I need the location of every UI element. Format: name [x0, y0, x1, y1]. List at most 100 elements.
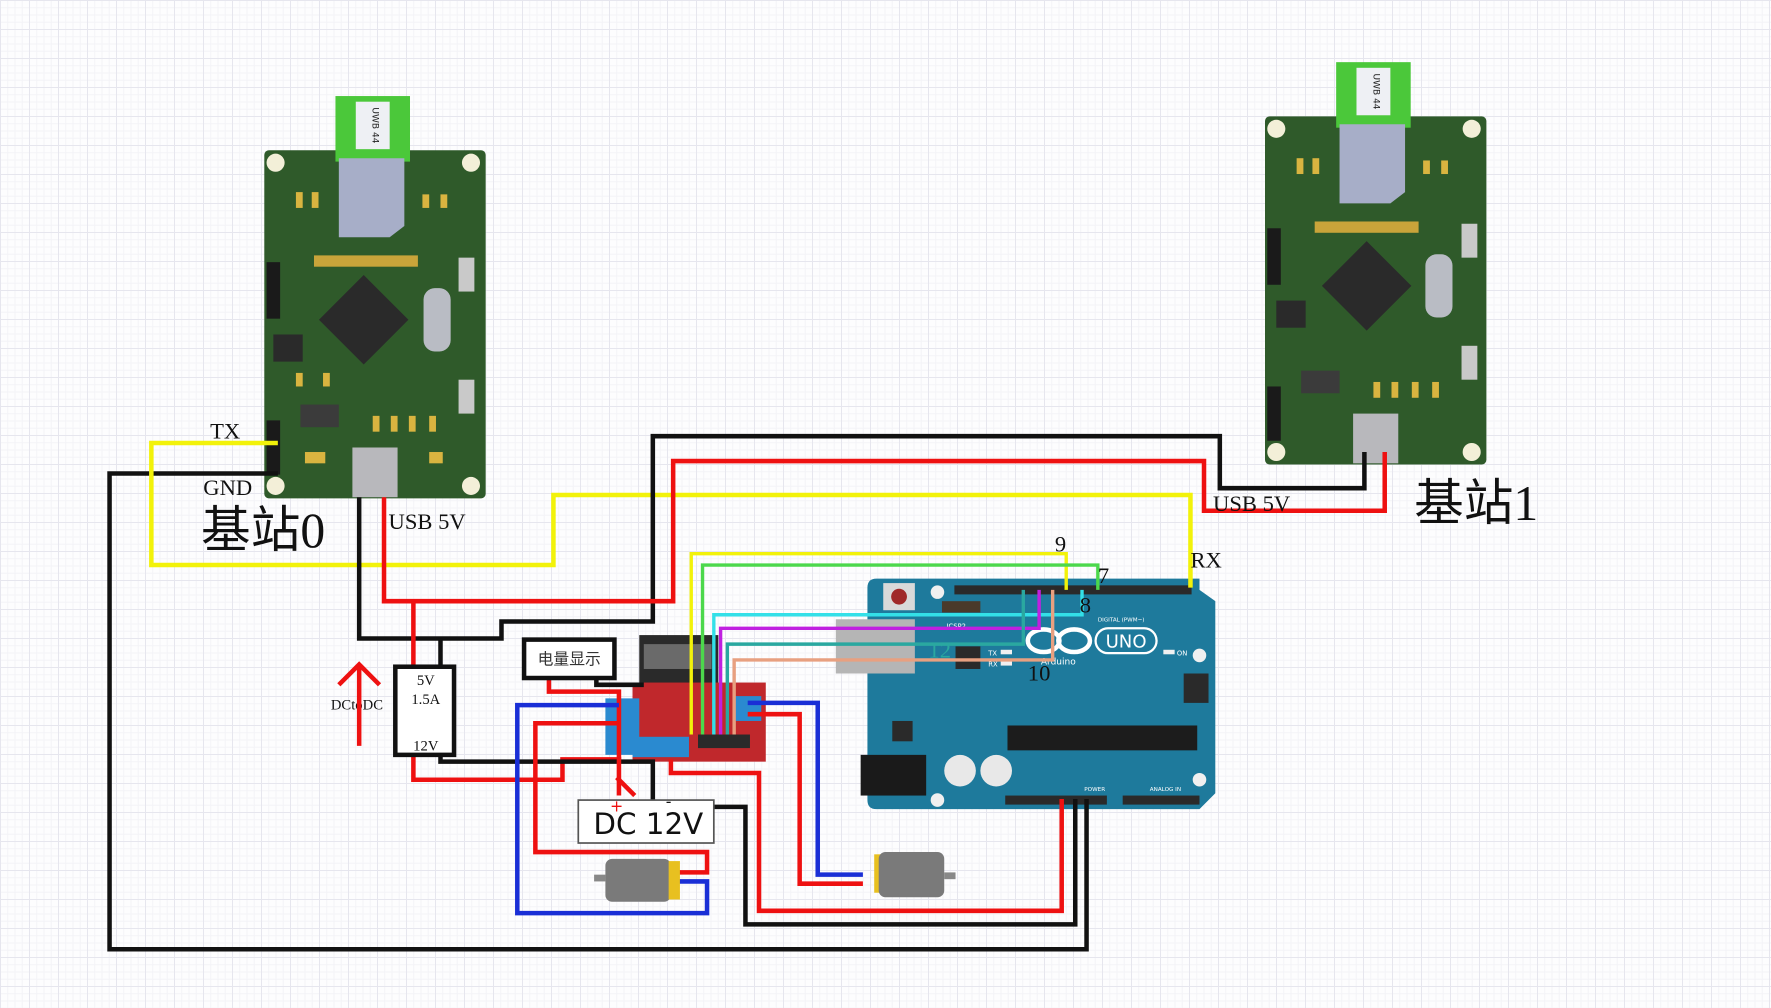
- motor-right-body: [878, 852, 945, 898]
- dcdc-out-current: 1.5A: [411, 692, 440, 708]
- mount-hole: [1192, 648, 1207, 663]
- station0-button: [458, 257, 475, 292]
- battery-display-box: [521, 637, 617, 681]
- pin10-label: 10: [1028, 660, 1051, 685]
- atmega-chip: [1007, 725, 1198, 751]
- station0-regulator: [300, 404, 339, 428]
- regulator: [892, 720, 913, 742]
- station1-smd-parts: [1296, 158, 1448, 398]
- wire-pin10: [732, 589, 1055, 735]
- station1-pin-row: [1314, 221, 1419, 233]
- wire-usb-5v: [381, 452, 1387, 604]
- icsp-header: [1183, 673, 1209, 703]
- wire-gnd-station0-arduino: [107, 471, 1089, 952]
- wire-tx-rx: [149, 440, 1193, 588]
- station1-board: UWB 44: [1265, 62, 1487, 465]
- station1-ic: [1276, 300, 1306, 328]
- station0-board: UWB 44: [264, 96, 486, 499]
- station0-usb-label: USB 5V: [389, 509, 467, 534]
- station0-usb-port: [352, 447, 398, 498]
- tx-label: TX: [210, 418, 240, 443]
- station1-header: [1267, 386, 1281, 441]
- mount-hole: [930, 793, 945, 807]
- wire-pin9: [689, 552, 1068, 735]
- mount-hole: [1462, 119, 1481, 138]
- battery-display: 电量显示: [521, 637, 617, 681]
- station0-button: [458, 379, 475, 414]
- station0-crystal: [423, 288, 451, 352]
- driver-terminal-power: [632, 736, 689, 758]
- motor-left-cap: [668, 861, 680, 900]
- station0-tx-header: [266, 420, 281, 475]
- icsp2-label: ICSP2: [946, 622, 965, 630]
- wire-motor-left-b: [533, 720, 710, 875]
- station0-pin-row: [313, 255, 418, 267]
- uno-badge: [1094, 627, 1158, 655]
- mount-hole: [461, 153, 481, 172]
- rx-led-label: RX: [988, 661, 998, 669]
- mount-hole: [1462, 442, 1481, 462]
- analog-header: [1122, 795, 1200, 805]
- motor-left-body: [605, 858, 671, 902]
- wire-motor-left-a: [515, 702, 710, 916]
- mount-hole: [266, 153, 285, 172]
- icsp2-header: [941, 601, 981, 613]
- gnd-label: GND: [203, 475, 252, 500]
- pin12-label: 12: [928, 638, 951, 663]
- station1-module-tag-bg: [1356, 67, 1391, 116]
- dc12v-supply: DC 12V + -: [577, 775, 715, 844]
- station0-chip-shield: [338, 158, 405, 238]
- mount-hole: [1267, 442, 1286, 462]
- wire-pin12: [725, 589, 1025, 735]
- tx-led: [1000, 649, 1012, 655]
- power-label: POWER: [1084, 787, 1105, 793]
- wire-dcdc-12v-gnd: [438, 752, 656, 814]
- capacitor: [980, 754, 1012, 787]
- station0-module-tag: UWB 44: [370, 107, 380, 143]
- driver-terminal-right: [734, 696, 762, 721]
- uno-label: UNO: [1106, 632, 1147, 653]
- power-header: [1005, 795, 1107, 805]
- station0-label: 基站0: [201, 503, 325, 558]
- station0-mcu: [318, 275, 409, 365]
- dcdc-out-voltage: 5V: [417, 673, 435, 689]
- dc12v-pos-lead: [615, 775, 637, 798]
- wire-pin8: [712, 589, 1084, 735]
- station0-smd-parts: [295, 192, 448, 464]
- wire-motor-right-b: [747, 711, 863, 886]
- arduino-uno: UNO Arduino ICSP2 DIGITAL (PWM~) POWER A…: [835, 578, 1216, 810]
- station1-button: [1461, 345, 1478, 380]
- mount-hole: [266, 476, 285, 495]
- wire-arduino-gnd: [652, 798, 1078, 927]
- reset-button-cap: [891, 588, 907, 605]
- arduino-brand: Arduino: [1041, 657, 1076, 667]
- station1-crystal: [1425, 254, 1453, 318]
- tx-led-label: TX: [987, 649, 997, 657]
- station1-regulator: [1301, 370, 1340, 394]
- digital-label: DIGITAL (PWM~): [1098, 618, 1145, 624]
- motor-right: [874, 852, 956, 898]
- rx-led: [1000, 661, 1012, 666]
- driver-pin-header: [698, 734, 750, 749]
- arrow-up-icon: [337, 661, 382, 687]
- station0-module-tag-bg: [355, 101, 390, 150]
- dc12v-minus: -: [666, 792, 672, 811]
- station1-mcu: [1321, 241, 1412, 331]
- dc12v-box: [577, 799, 715, 844]
- driver-heatsink-highlight: [643, 644, 712, 669]
- dcdc-module: 5V 1.5A 12V DCtoDC: [331, 661, 457, 758]
- dcdc-box: [393, 664, 457, 758]
- pin7-label: 7: [1098, 563, 1109, 588]
- motor-driver: [605, 635, 766, 762]
- analog-label: ANALOG IN: [1150, 787, 1181, 793]
- motor-left-shaft: [594, 874, 606, 882]
- station1-usb-label: USB 5V: [1213, 491, 1291, 516]
- mount-hole: [1192, 772, 1207, 787]
- motor-left: [594, 858, 680, 902]
- dc12v-plus: +: [610, 796, 623, 815]
- station0-header: [266, 262, 281, 319]
- rx-pin-label: RX: [1190, 547, 1221, 572]
- station1-module-tag: UWB 44: [1370, 74, 1380, 110]
